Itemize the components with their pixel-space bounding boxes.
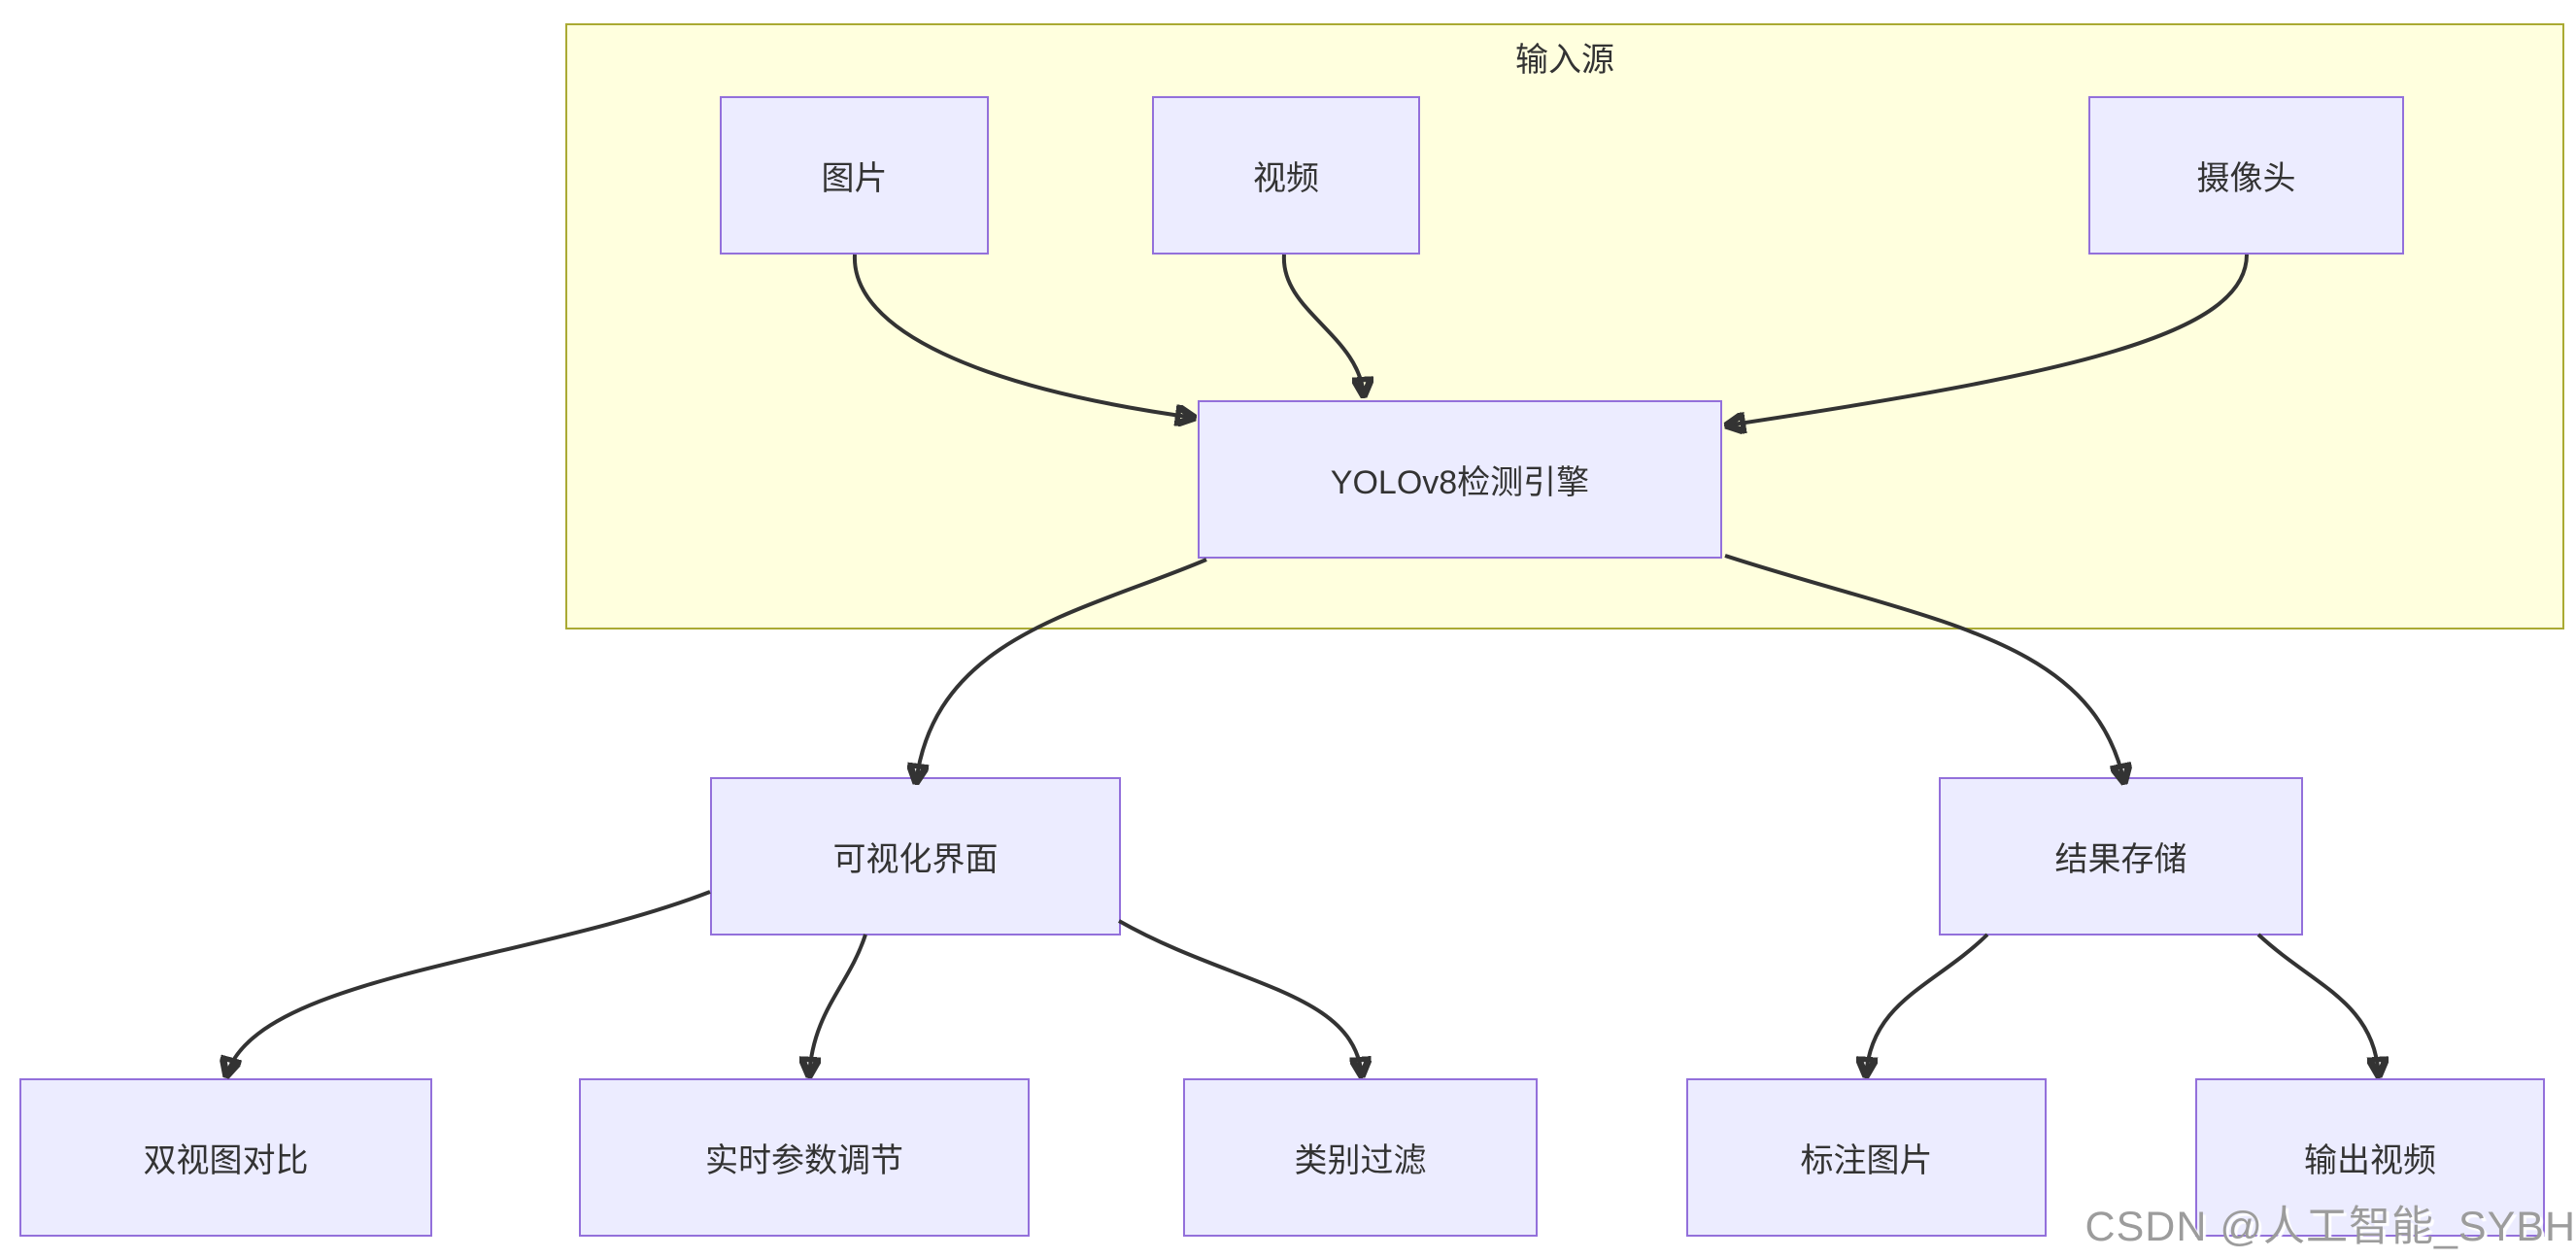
edge-storage-to-outvideo — [2256, 933, 2379, 1076]
node-yolov8-engine-label: YOLOv8检测引擎 — [1330, 464, 1590, 501]
node-image-input: 图片 — [720, 96, 989, 255]
node-yolov8-engine: YOLOv8检测引擎 — [1198, 400, 1722, 559]
node-camera-input-label: 摄像头 — [2196, 160, 2296, 197]
node-dual-view-compare: 双视图对比 — [19, 1078, 432, 1237]
edge-ui-to-filter — [1118, 919, 1362, 1076]
node-video-input: 视频 — [1152, 96, 1420, 255]
node-result-storage-label: 结果存储 — [2054, 841, 2187, 878]
node-class-filter-label: 类别过滤 — [1294, 1142, 1427, 1179]
node-dual-view-compare-label: 双视图对比 — [143, 1142, 309, 1179]
node-annotated-images-label: 标注图片 — [1800, 1142, 1933, 1179]
node-result-storage: 结果存储 — [1939, 777, 2303, 936]
edge-ui-to-dualview — [226, 890, 711, 1076]
node-annotated-images: 标注图片 — [1686, 1078, 2047, 1237]
node-visualization-ui: 可视化界面 — [710, 777, 1121, 936]
node-output-video: 输出视频 — [2195, 1078, 2545, 1237]
node-video-input-label: 视频 — [1253, 160, 1319, 197]
node-visualization-ui-label: 可视化界面 — [832, 841, 999, 878]
node-class-filter: 类别过滤 — [1183, 1078, 1538, 1237]
node-realtime-param-tuning-label: 实时参数调节 — [705, 1142, 903, 1179]
node-camera-input: 摄像头 — [2088, 96, 2404, 255]
edge-ui-to-params — [809, 934, 867, 1076]
node-output-video-label: 输出视频 — [2304, 1142, 2436, 1179]
edge-storage-to-annotated — [1866, 933, 1989, 1076]
node-realtime-param-tuning: 实时参数调节 — [579, 1078, 1030, 1237]
csdn-watermark: CSDN @人工智能_SYBH — [2085, 1204, 2576, 1250]
node-image-input-label: 图片 — [821, 160, 888, 197]
input-source-group-title: 输入源 — [1515, 42, 1614, 79]
